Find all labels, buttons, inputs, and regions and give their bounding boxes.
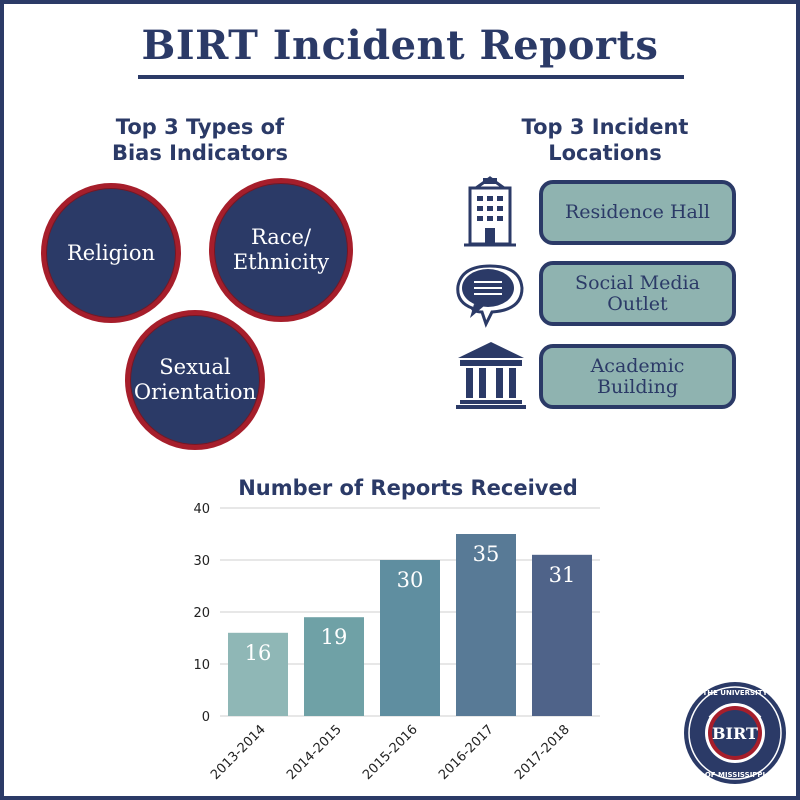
- x-tick-label: 2017-2018: [512, 722, 573, 783]
- y-tick-label: 0: [202, 710, 210, 725]
- y-tick-label: 10: [193, 658, 210, 673]
- x-tick-label: 2013-2014: [208, 722, 269, 783]
- bar-data-label: 35: [473, 542, 500, 566]
- chart-title: Number of Reports Received: [238, 476, 578, 500]
- locations-heading-line2: Locations: [548, 141, 662, 165]
- bar-data-label: 16: [245, 641, 272, 665]
- bar: [456, 534, 516, 716]
- locations-heading: Top 3 Incident Locations: [480, 114, 730, 166]
- bias-circle-race-ethnicity: Race/ Ethnicity: [209, 178, 353, 322]
- bar-data-label: 19: [321, 625, 348, 649]
- seal-center-text: BIRT: [712, 724, 758, 743]
- reports-bar-chart: 0 10 20 30 40 16 2013-2014 19 2014-2015 30 2015-20…: [193, 502, 600, 783]
- x-tick-label: 2016-2017: [436, 722, 497, 783]
- bar-data-label: 31: [549, 563, 576, 587]
- bias-heading-line2: Bias Indicators: [111, 141, 289, 165]
- location-social-media-outlet: Social Media Outlet: [539, 261, 736, 326]
- y-tick-label: 30: [193, 554, 210, 569]
- bar: [532, 554, 592, 716]
- location-residence-hall: Residence Hall: [539, 180, 736, 245]
- x-tick-label: 2014-2015: [284, 722, 345, 783]
- svg-text:OF MISSISSIPPI: OF MISSISSIPPI: [705, 771, 765, 779]
- y-tick-label: 40: [193, 502, 210, 517]
- page-title: BIRT Incident Reports: [141, 22, 659, 69]
- svg-text:THE UNIVERSITY: THE UNIVERSITY: [702, 689, 768, 697]
- bias-circle-sexual-orientation: Sexual Orientation: [125, 310, 265, 450]
- bar: [228, 632, 288, 716]
- speech-bubble-icon: [456, 264, 524, 328]
- location-academic-building: Academic Building: [539, 344, 736, 409]
- bias-circle-religion: Religion: [41, 183, 181, 323]
- birt-seal-logo: THE UNIVERSITY OF MISSISSIPPI BIRT: [684, 682, 786, 784]
- bar: [380, 560, 440, 716]
- building-icon: [464, 176, 516, 247]
- columns-building-icon: [456, 342, 526, 409]
- locations-heading-line1: Top 3 Incident: [521, 115, 689, 139]
- x-tick-label: 2015-2016: [360, 722, 421, 783]
- y-tick-label: 20: [193, 606, 210, 621]
- title-underline: [138, 75, 684, 79]
- bar-data-label: 30: [397, 568, 424, 592]
- bias-heading-line1: Top 3 Types of: [115, 115, 285, 139]
- bar: [304, 617, 364, 716]
- bias-heading: Top 3 Types of Bias Indicators: [80, 114, 320, 166]
